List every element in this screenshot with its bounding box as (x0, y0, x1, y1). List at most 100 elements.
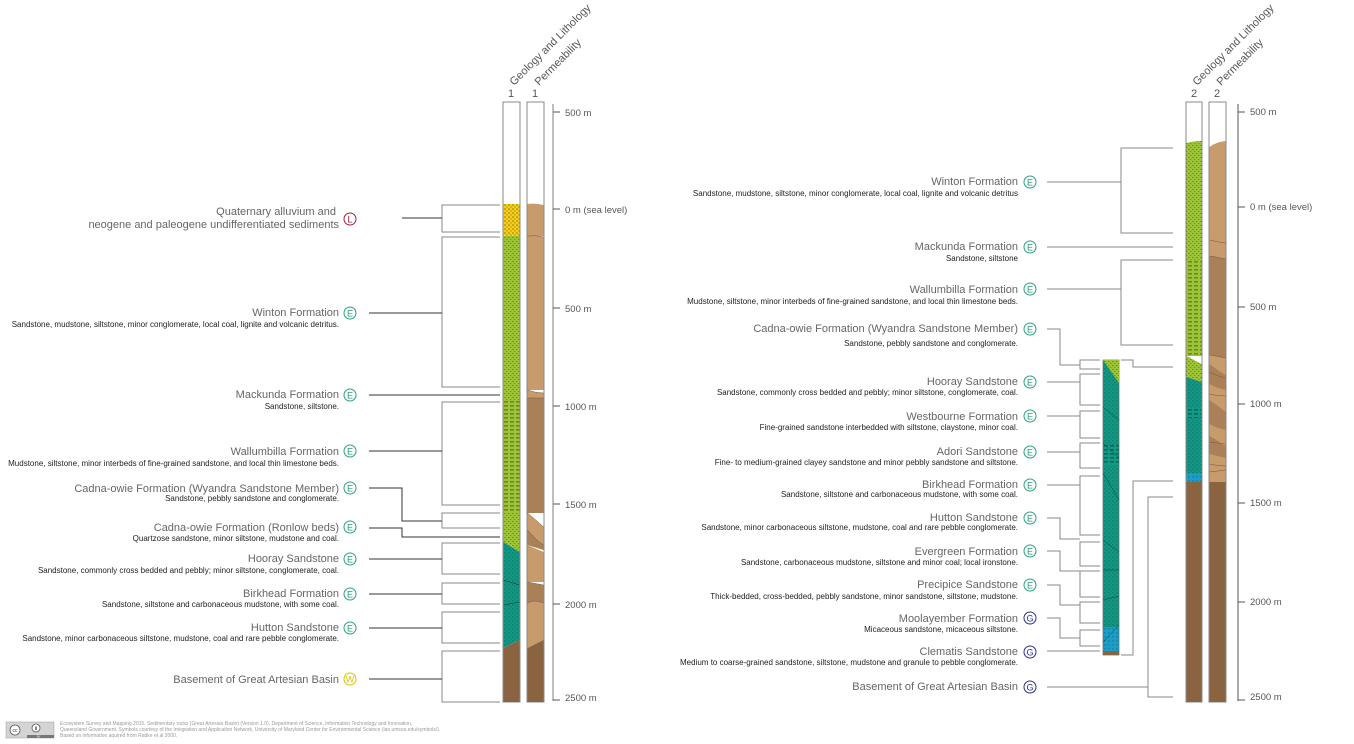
cc-by-license-badge[interactable]: cc BY (5, 721, 55, 739)
layer-cadna-owie-2 (1186, 356, 1202, 382)
layer-label-quaternary: Quaternary alluvium and neogene and pale… (88, 206, 357, 231)
badge-E-icon: E (1023, 282, 1037, 296)
layer-description: Fine- to medium-grained clayey sandstone… (715, 458, 1018, 467)
layer-label-wallumbilla-2: Wallumbilla Formation Mudstone, siltston… (687, 282, 1037, 306)
scale-tick: 1000 m (1250, 399, 1282, 410)
badge-G-icon: G (1023, 680, 1037, 694)
credit-line: Queensland Government. Symbols courtesy … (60, 727, 440, 733)
svg-text:cc: cc (13, 728, 19, 734)
brackets-2 (1047, 147, 1173, 698)
svg-text:E: E (347, 523, 353, 533)
geology-column-1 (502, 101, 521, 703)
layer-description: Sandstone, minor carbonaceous siltstone,… (22, 634, 339, 643)
depth-scale-2: 500 m 0 m (sea level) 500 m 1000 m 1500 … (1237, 104, 1312, 703)
layer-name: Winton Formation (931, 176, 1018, 188)
svg-text:G: G (1026, 648, 1033, 658)
layer-name: Wallumbilla Formation (910, 284, 1018, 296)
brackets-1 (369, 204, 500, 703)
layer-name: Basement of Great Artesian Basin (173, 674, 339, 686)
layer-name: Cadna-owie Formation (Ronlow beds) (154, 522, 339, 534)
layer-description: Micaceous sandstone, micaceous siltstone… (864, 625, 1018, 634)
layer-quaternary (503, 204, 520, 236)
svg-text:E: E (347, 590, 353, 600)
layer-labels-2: Winton Formation Sandstone, mudstone, si… (680, 175, 1037, 694)
layer-name: Hooray Sandstone (927, 376, 1018, 388)
layer-wallumbilla (503, 400, 520, 512)
scale-tick: 500 m (1250, 302, 1276, 313)
layer-description: Mudstone, siltstone, minor interbeds of … (687, 297, 1018, 306)
permeability-column-2 (1208, 101, 1227, 703)
svg-text:E: E (347, 447, 353, 457)
layer-cadna-owie (503, 512, 520, 552)
badge-E-icon: E (343, 621, 357, 635)
layer-label-hooray-2: Hooray Sandstone Sandstone, commonly cro… (717, 375, 1037, 397)
layer-blue-2 (1186, 473, 1202, 482)
geology-column-2 (1185, 101, 1203, 703)
layer-description: Sandstone, commonly cross bedded and peb… (717, 388, 1018, 397)
layer-jurassic-2 (1186, 377, 1202, 473)
header-geology-num-1: 1 (508, 88, 514, 100)
layer-description: Sandstone, siltstone and carbonaceous mu… (781, 490, 1018, 499)
layer-description: Mudstone, siltstone, minor interbeds of … (8, 459, 339, 468)
layer-label-cadna-owie-2: Cadna-owie Formation (Wyandra Sandstone … (753, 322, 1037, 348)
layer-description: Sandstone, siltstone (946, 254, 1019, 263)
layer-label-mackunda: Mackunda Formation Sandstone, siltstone.… (236, 388, 357, 411)
scale-tick: 1500 m (565, 500, 597, 511)
scale-tick: 0 m (sea level) (1250, 202, 1312, 213)
scale-tick: 2500 m (565, 693, 597, 704)
attribution-icon (31, 723, 41, 733)
layer-description: Thick-bedded, cross-bedded, pebbly sands… (710, 592, 1018, 601)
svg-text:E: E (1027, 547, 1033, 557)
svg-text:G: G (1026, 614, 1033, 624)
badge-E-icon: E (343, 520, 357, 534)
badge-E-icon: E (343, 306, 357, 320)
badge-G-icon: G (1023, 611, 1037, 625)
badge-E-icon: E (1023, 409, 1037, 423)
cc-icon: cc (9, 724, 21, 736)
badge-L-icon: L (343, 212, 357, 226)
badge-E-icon: E (1023, 445, 1037, 459)
layer-name: Mackunda Formation (915, 241, 1018, 253)
svg-text:E: E (347, 391, 353, 401)
layer-name: Hutton Sandstone (930, 512, 1018, 524)
badge-E-icon: E (343, 552, 357, 566)
scale-tick: 0 m (sea level) (565, 205, 627, 216)
layer-label-winton-2: Winton Formation Sandstone, mudstone, si… (693, 175, 1037, 198)
layer-description: Quartzose sandstone, minor siltstone, mu… (133, 534, 339, 543)
badge-E-icon: E (343, 587, 357, 601)
layer-description: Sandstone, pebbly sandstone and conglome… (165, 494, 339, 503)
svg-text:E: E (347, 309, 353, 319)
by-label: BY (37, 735, 41, 739)
layer-label-hooray: Hooray Sandstone Sandstone, commonly cro… (38, 552, 357, 575)
layer-label-westbourne-2: Westbourne Formation Fine-grained sandst… (760, 409, 1037, 432)
layer-label-clematis-2: Clematis Sandstone Medium to coarse-grai… (680, 645, 1037, 667)
svg-text:E: E (1027, 514, 1033, 524)
scale-tick: 2000 m (1250, 597, 1282, 608)
svg-text:W: W (346, 675, 355, 685)
badge-E-icon: E (1023, 322, 1037, 336)
credit-line: Based on information aquired from Radke … (60, 733, 177, 739)
scale-tick: 2000 m (565, 600, 597, 611)
scale-tick: 1500 m (1250, 498, 1282, 509)
layer-name: Winton Formation (252, 307, 339, 319)
badge-E-icon: E (1023, 544, 1037, 558)
layer-label-wallumbilla: Wallumbilla Formation Mudstone, siltston… (8, 444, 357, 468)
layer-label-birkhead-2: Birkhead Formation Sandstone, siltstone … (781, 478, 1037, 499)
badge-E-icon: E (1023, 478, 1037, 492)
layer-label-hutton: Hutton Sandstone Sandstone, minor carbon… (22, 621, 357, 643)
column-2: Geology and Lithology Permeability 2 2 (680, 2, 1312, 703)
layer-name: Birkhead Formation (922, 479, 1018, 491)
layer-description: Sandstone, siltstone. (265, 402, 339, 411)
svg-text:E: E (1027, 325, 1033, 335)
layer-description: Sandstone, carbonaceous mudstone, siltst… (741, 558, 1018, 567)
layer-name: Clematis Sandstone (920, 646, 1018, 658)
svg-text:E: E (1027, 243, 1033, 253)
badge-W-icon: W (343, 672, 357, 686)
layer-label-evergreen-2: Evergreen Formation Sandstone, carbonace… (741, 544, 1037, 567)
svg-text:G: G (1026, 683, 1033, 693)
layer-name: Cadna-owie Formation (Wyandra Sandstone … (74, 483, 339, 495)
badge-E-icon: E (1023, 511, 1037, 525)
layer-description: Medium to coarse-grained sandstone, silt… (680, 658, 1018, 667)
layer-name: Adori Sandstone (937, 446, 1018, 458)
svg-text:E: E (1027, 581, 1033, 591)
